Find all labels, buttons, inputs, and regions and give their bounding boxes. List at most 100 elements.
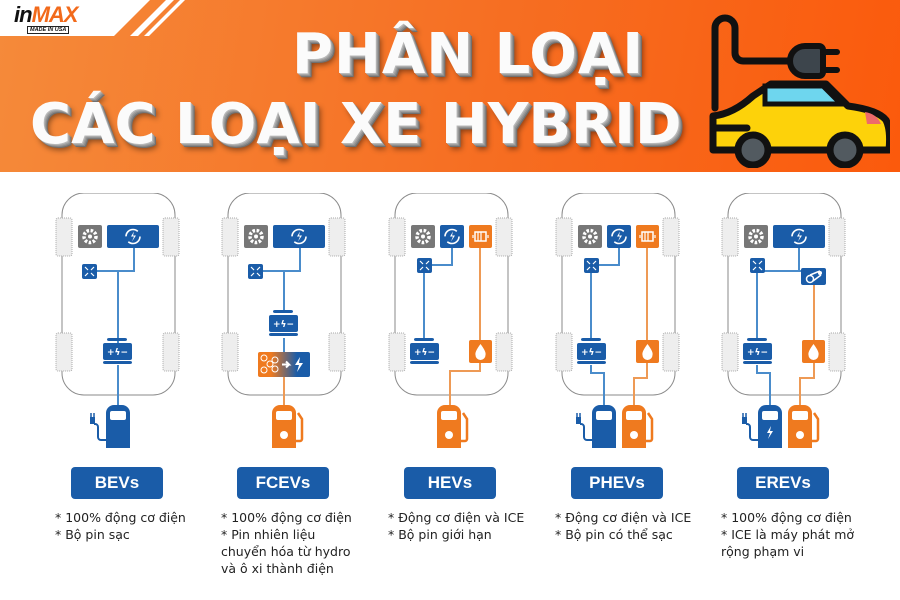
lightning-icon	[797, 231, 802, 242]
motor-cycle-icon	[291, 228, 307, 245]
battery-terminals	[747, 338, 767, 341]
wheel	[662, 332, 680, 372]
gear-icon	[582, 228, 598, 245]
wire	[633, 363, 648, 405]
diagram-phevs: +ϟ−	[555, 193, 680, 448]
logo-brand-in: in	[14, 2, 33, 27]
wire	[97, 248, 135, 272]
motor-cycle-icon	[611, 228, 627, 245]
description-bullet: * Bộ pin có thể sạc	[555, 527, 673, 542]
battery-icon: +ϟ−	[747, 348, 768, 358]
generator-pulley-icon	[805, 274, 815, 284]
car-body-outline	[561, 193, 676, 396]
pump-hose-icon	[646, 412, 654, 443]
pump-hose-icon	[296, 412, 304, 443]
wheel	[555, 332, 573, 372]
vehicle-type-label: BEVs	[71, 467, 163, 499]
charging-cable	[94, 423, 106, 441]
electric-car-icon	[709, 14, 890, 168]
expand-arrows-icon	[752, 260, 763, 271]
expand-arrows-icon	[419, 260, 430, 271]
gear-hub	[754, 234, 758, 239]
lightning-icon	[767, 426, 773, 439]
battery-base	[269, 333, 298, 336]
plug-prongs	[576, 413, 581, 417]
hydrogen-molecule-icon	[271, 365, 279, 373]
wheel	[328, 332, 346, 372]
battery-terminals	[273, 310, 293, 313]
vehicle-type-label: PHEVs	[571, 467, 663, 499]
diagram-bevs: +ϟ−	[55, 193, 180, 448]
inverter	[750, 258, 765, 273]
plug-prongs	[90, 413, 95, 417]
engine-detail	[639, 232, 656, 241]
plug-icon	[90, 417, 95, 424]
lightning-icon	[617, 231, 622, 242]
wheel	[555, 217, 573, 257]
wire	[263, 248, 301, 272]
description-bullet: * Động cơ điện và ICE	[555, 510, 692, 525]
diagram-hevs: +ϟ−	[388, 193, 513, 448]
charging-cable	[746, 423, 758, 441]
lightning-icon	[450, 231, 455, 242]
wheel	[221, 217, 239, 257]
battery	[103, 343, 132, 360]
expand-arrows-icon	[586, 260, 597, 271]
lightning-icon	[295, 357, 303, 372]
inverter	[82, 264, 97, 279]
fuel-drop-icon	[642, 344, 653, 360]
battery	[269, 315, 298, 332]
motor-cycle-icon	[125, 228, 141, 245]
fuel-drop-icon	[475, 344, 486, 360]
wheel	[162, 332, 180, 372]
logo-brand-max: MAX	[31, 2, 79, 27]
station-screen	[596, 411, 612, 420]
inverter	[584, 258, 599, 273]
description-bullet: * 100% động cơ điện	[221, 510, 352, 525]
inverter	[248, 264, 263, 279]
vehicle-type-label: EREVs	[737, 467, 829, 499]
station-screen	[762, 411, 778, 420]
battery-icon: +ϟ−	[273, 320, 294, 330]
pump-hose-icon	[461, 412, 469, 443]
battery-base	[410, 361, 439, 364]
description-bullet: * Pin nhiên liệu chuyển hóa từ hydro và …	[221, 527, 351, 576]
vehicle-description: * Động cơ điện và ICE * Bộ pin có thể sạc	[555, 509, 695, 543]
plug-icon	[576, 417, 581, 424]
pump-screen	[441, 411, 457, 420]
battery-terminals	[581, 338, 601, 341]
battery-icon: +ϟ−	[107, 348, 128, 358]
wire	[799, 363, 815, 405]
wheel	[162, 217, 180, 257]
description-bullet: * 100% động cơ điện	[55, 510, 186, 525]
gear-hub	[421, 234, 425, 239]
wheel	[221, 332, 239, 372]
hydrogen-molecule-icon	[260, 366, 268, 374]
logo: inMAX MADE IN USA	[0, 0, 150, 36]
car-body-outline	[727, 193, 842, 396]
generator-pulley-small	[818, 271, 822, 275]
expand-arrows-icon	[250, 266, 261, 277]
vehicle-description: * Động cơ điện và ICE* Bộ pin giới hạn	[388, 509, 528, 543]
arrow-icon	[282, 360, 292, 369]
wheel	[328, 217, 346, 257]
title-line-2: CÁC LOẠI XE HYBRID	[30, 92, 682, 157]
lightning-icon	[297, 231, 302, 242]
vehicle-description: * 100% động cơ điện* Bộ pin sạc	[55, 509, 195, 543]
expand-arrows-icon	[84, 266, 95, 277]
plug-prongs	[742, 413, 747, 417]
wire	[756, 365, 771, 405]
battery-icon: +ϟ−	[581, 348, 602, 358]
wheel	[721, 217, 739, 257]
fuel-drop-icon	[808, 344, 819, 360]
battery-base	[743, 361, 772, 364]
belt-icon	[809, 270, 822, 282]
gear-icon	[248, 228, 264, 245]
wheel	[828, 332, 846, 372]
header-banner: inMAX MADE IN USA PHÂN LOẠI CÁC LOẠI XE …	[0, 0, 900, 172]
pump-screen	[792, 411, 808, 420]
pump-nozzle-dot	[445, 431, 453, 439]
logo-tagline: MADE IN USA	[27, 26, 70, 34]
battery-icon: +ϟ−	[414, 348, 435, 358]
description-bullet: * 100% động cơ điện	[721, 510, 852, 525]
